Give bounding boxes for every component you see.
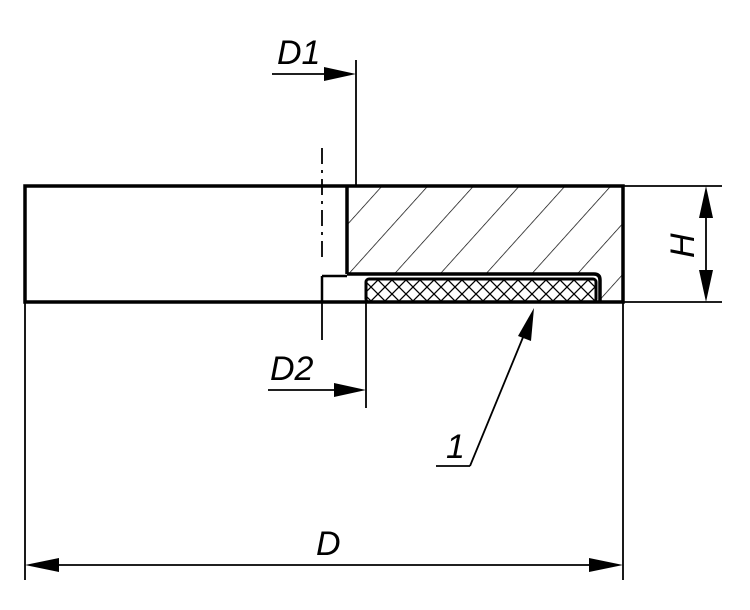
label-d2: D2: [270, 350, 314, 388]
arrow-d-right: [589, 558, 623, 572]
dimension-h: H: [623, 185, 722, 303]
label-item-1: 1: [446, 428, 465, 466]
bore-detail: [320, 274, 367, 408]
dimension-d1: D1: [272, 34, 357, 186]
magnet-insert: [364, 277, 598, 304]
section-outline: [345, 186, 602, 302]
label-d1: D1: [277, 34, 320, 72]
arrow-h-top: [699, 186, 713, 218]
arrow-d2: [334, 383, 366, 397]
magnet-insert-fill: [366, 279, 596, 302]
label-h: H: [664, 233, 702, 258]
arrow-d1: [324, 67, 356, 81]
arrow-d-left: [25, 558, 59, 572]
arrow-item-1: [518, 308, 534, 341]
arrow-h-bottom: [699, 270, 713, 302]
leader-item-1: 1: [436, 308, 534, 467]
dimension-d2: D2: [268, 350, 366, 397]
label-d: D: [316, 525, 341, 563]
dimension-d: D: [24, 302, 624, 580]
